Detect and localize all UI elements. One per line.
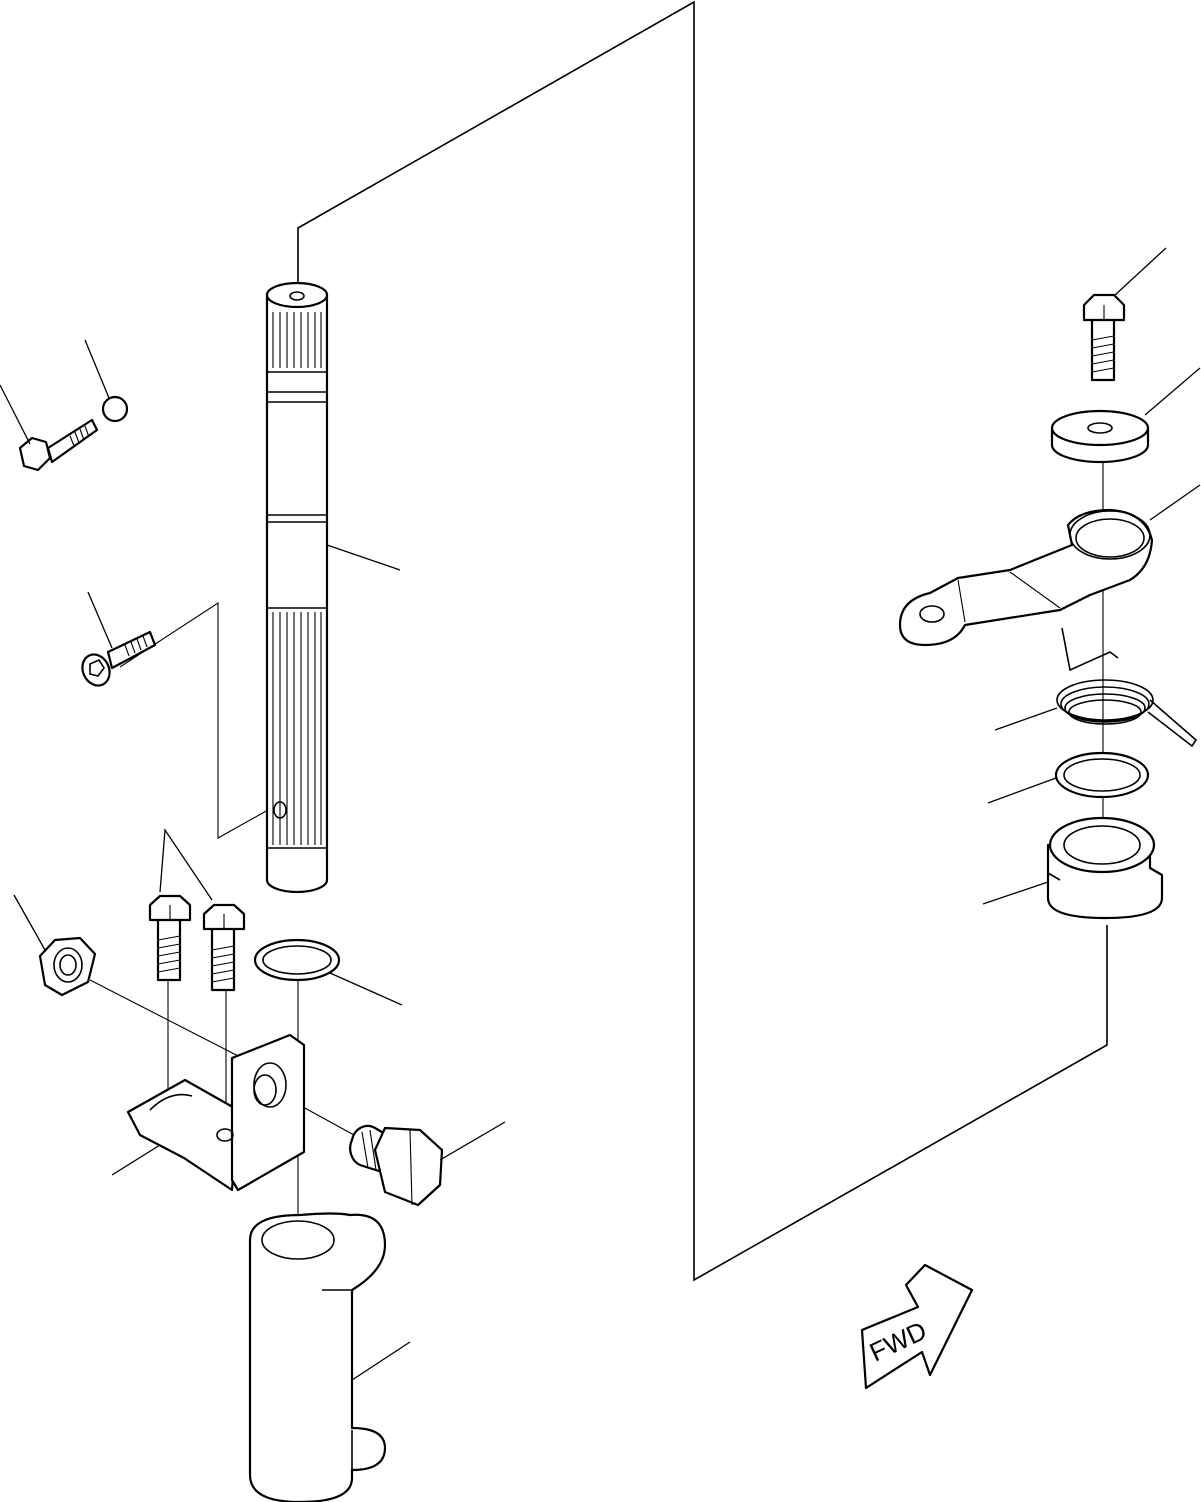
torsion-spring (995, 628, 1196, 746)
fwd-arrow: FWD (862, 1265, 972, 1388)
bolt-b (204, 905, 244, 990)
thick-washer (1052, 368, 1200, 462)
seal-ring (988, 753, 1148, 803)
bushing (983, 818, 1162, 918)
steering-arm (900, 485, 1200, 645)
plug (85, 340, 127, 421)
hex-nut (14, 895, 95, 995)
o-ring (255, 940, 402, 1005)
housing-tube (250, 1214, 410, 1502)
bolts-leader (160, 830, 212, 900)
socket-head-screw (77, 592, 155, 690)
cap-screw-left (0, 385, 97, 470)
bracket (112, 1035, 304, 1190)
pivot-bolt (350, 1122, 505, 1205)
steering-shaft (267, 283, 400, 892)
bolt-a (150, 896, 190, 980)
assembly-reference-lines (90, 2, 1107, 1280)
bolt-top-right (1084, 248, 1166, 380)
